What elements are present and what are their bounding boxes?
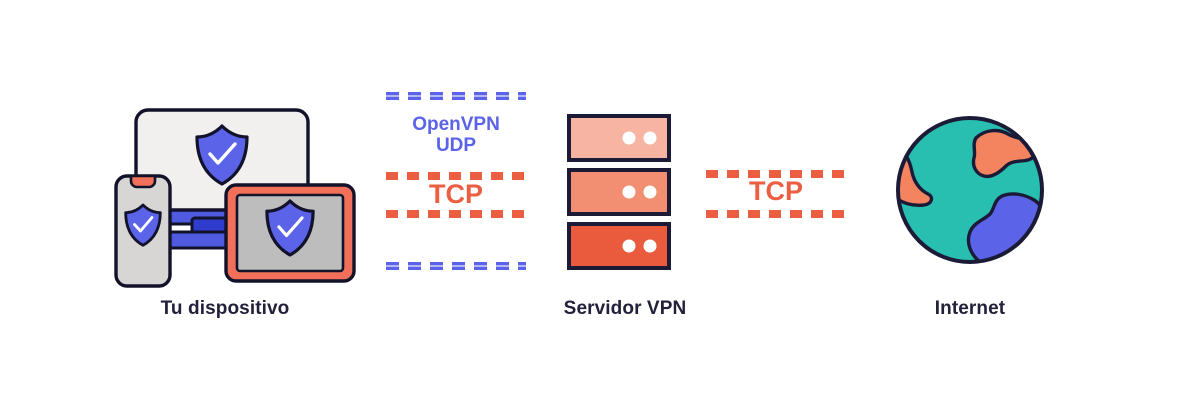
server-led	[643, 239, 657, 253]
tunnel-dash-outer-bottom	[386, 262, 526, 270]
globe-land-orange-top	[971, 128, 1037, 179]
monitor-device	[134, 108, 310, 212]
server-led	[643, 185, 657, 199]
server-unit-1	[567, 114, 671, 162]
tunnel-dash-inner-bottom	[386, 210, 526, 218]
phone-device	[114, 174, 172, 288]
server-unit-2	[567, 168, 671, 216]
vpn-server-illustration	[555, 110, 685, 275]
shield-icon	[195, 124, 249, 186]
device-cluster-illustration	[100, 90, 380, 290]
tunnel-dash-outer-top	[386, 92, 526, 100]
tablet-device	[224, 183, 356, 283]
protocol-label-openvpn-line1: OpenVPN	[412, 114, 500, 135]
tunnel-right-dash-top	[706, 170, 846, 178]
server-led	[622, 239, 636, 253]
tunnel-dash-inner-top	[386, 172, 526, 180]
server-led	[622, 185, 636, 199]
tunnel-right: TCP	[706, 170, 846, 224]
phone-notch	[129, 174, 157, 189]
protocol-label-tcp-left: TCP	[429, 179, 483, 209]
server-unit-3	[567, 222, 671, 270]
column-label-device: Tu dispositivo	[160, 298, 290, 319]
globe-illustration	[880, 108, 1060, 273]
shield-icon	[265, 199, 315, 257]
protocol-label-tcp-right: TCP	[749, 176, 803, 206]
column-label-server: Servidor VPN	[563, 298, 687, 319]
protocol-label-openvpn-line2: UDP	[435, 135, 477, 156]
server-led	[622, 131, 636, 145]
globe-outline	[896, 116, 1044, 264]
shield-icon	[124, 203, 162, 247]
tunnel-left: OpenVPN UDP TCP	[386, 88, 532, 278]
server-led	[643, 131, 657, 145]
protocol-label-openvpn-udp: OpenVPN UDP	[386, 114, 526, 156]
tunnel-right-dash-bottom	[706, 210, 846, 218]
column-label-internet: Internet	[934, 298, 1006, 319]
